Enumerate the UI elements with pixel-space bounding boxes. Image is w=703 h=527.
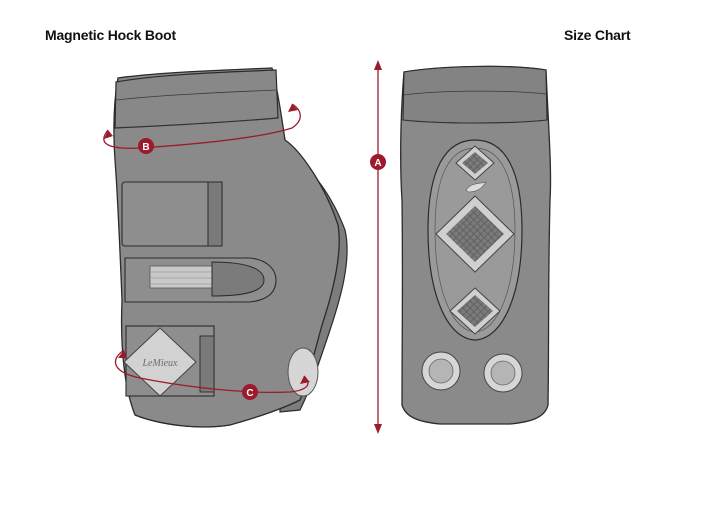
measurement-c: C	[114, 349, 310, 400]
marker-a	[370, 154, 386, 170]
measurement-b: B	[103, 103, 301, 154]
marker-a-label: A	[374, 158, 381, 169]
brand-label: LeMieux	[142, 358, 179, 369]
side-top-cuff	[114, 69, 279, 129]
diagram-title: Magnetic Hock Boot	[45, 27, 176, 43]
front-logo-mark	[465, 181, 487, 193]
side-round-pad	[287, 347, 319, 397]
size-chart-label: Size Chart	[564, 27, 631, 43]
marker-c-label: C	[246, 388, 253, 399]
measurement-a: A	[370, 60, 386, 434]
marker-c	[242, 384, 258, 400]
marker-b	[138, 138, 154, 154]
boot-front-view	[400, 65, 552, 425]
marker-b-label: B	[142, 142, 149, 153]
front-top-band	[402, 65, 548, 124]
boot-side-view: LeMieux	[113, 67, 348, 428]
side-upper-strap	[121, 181, 223, 247]
